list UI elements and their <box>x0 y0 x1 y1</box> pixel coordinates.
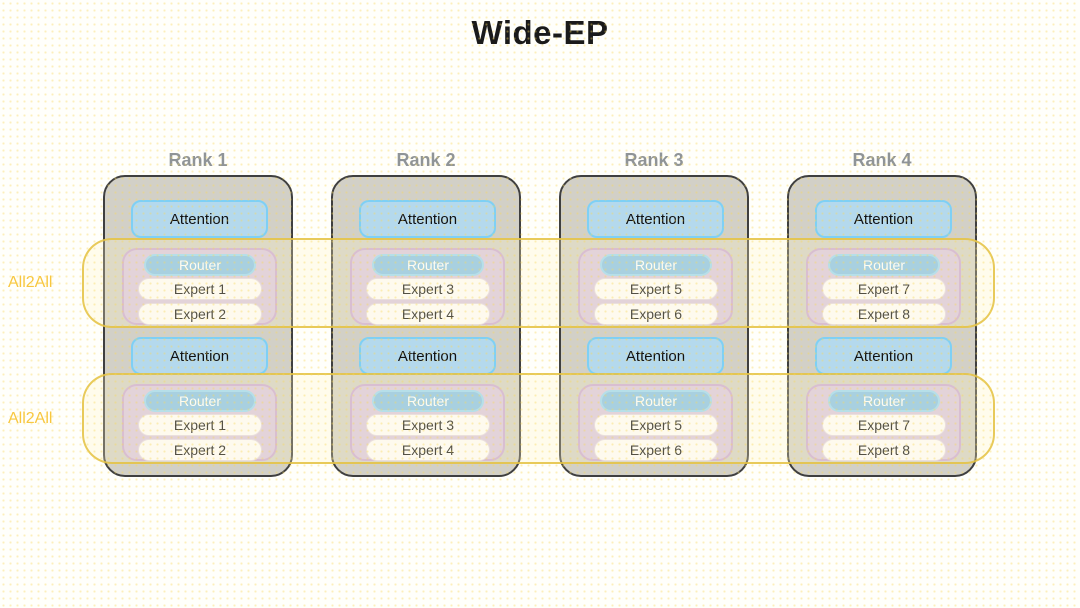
router-pill: Router <box>144 390 256 412</box>
expert-pill: Expert 3 <box>366 278 490 300</box>
attention-block: Attention <box>815 200 952 238</box>
moe-group-bottom: Router Expert 1 Expert 2 <box>122 384 277 461</box>
expert-pill: Expert 1 <box>138 414 262 436</box>
router-pill: Router <box>372 390 484 412</box>
rank-column-2: Rank 2 Attention Router Expert 3 Expert … <box>331 150 521 480</box>
diagram-title: Wide-EP <box>471 14 609 51</box>
moe-group-bottom: Router Expert 3 Expert 4 <box>350 384 505 461</box>
router-pill: Router <box>828 254 940 276</box>
attention-block: Attention <box>131 200 268 238</box>
rank-column-1: Rank 1 Attention Router Expert 1 Expert … <box>103 150 293 480</box>
rank-label: Rank 2 <box>396 150 456 170</box>
rank-box: Attention Router Expert 7 Expert 8 Atten… <box>787 175 977 477</box>
router-pill: Router <box>828 390 940 412</box>
expert-pill: Expert 2 <box>138 439 262 461</box>
expert-pill: Expert 5 <box>594 414 718 436</box>
attention-block: Attention <box>587 337 724 375</box>
moe-group-top: Router Expert 1 Expert 2 <box>122 248 277 325</box>
rank-box: Attention Router Expert 3 Expert 4 Atten… <box>331 175 521 477</box>
rank-label: Rank 3 <box>624 150 684 170</box>
router-pill: Router <box>372 254 484 276</box>
expert-pill: Expert 2 <box>138 303 262 325</box>
attention-block: Attention <box>815 337 952 375</box>
rank-column-3: Rank 3 Attention Router Expert 5 Expert … <box>559 150 749 480</box>
attention-block: Attention <box>359 200 496 238</box>
expert-pill: Expert 7 <box>822 414 946 436</box>
expert-pill: Expert 6 <box>594 439 718 461</box>
moe-group-top: Router Expert 3 Expert 4 <box>350 248 505 325</box>
moe-group-bottom: Router Expert 7 Expert 8 <box>806 384 961 461</box>
attention-block: Attention <box>359 337 496 375</box>
rank-box: Attention Router Expert 5 Expert 6 Atten… <box>559 175 749 477</box>
expert-pill: Expert 6 <box>594 303 718 325</box>
expert-pill: Expert 4 <box>366 439 490 461</box>
router-pill: Router <box>600 390 712 412</box>
attention-block: Attention <box>131 337 268 375</box>
router-pill: Router <box>144 254 256 276</box>
attention-block: Attention <box>587 200 724 238</box>
rank-label: Rank 4 <box>852 150 912 170</box>
router-pill: Router <box>600 254 712 276</box>
all2all-label-top: All2All <box>8 274 53 291</box>
expert-pill: Expert 5 <box>594 278 718 300</box>
rank-box: Attention Router Expert 1 Expert 2 Atten… <box>103 175 293 477</box>
expert-pill: Expert 1 <box>138 278 262 300</box>
expert-pill: Expert 8 <box>822 303 946 325</box>
expert-pill: Expert 8 <box>822 439 946 461</box>
moe-group-bottom: Router Expert 5 Expert 6 <box>578 384 733 461</box>
rank-column-4: Rank 4 Attention Router Expert 7 Expert … <box>787 150 977 480</box>
moe-group-top: Router Expert 7 Expert 8 <box>806 248 961 325</box>
moe-group-top: Router Expert 5 Expert 6 <box>578 248 733 325</box>
expert-pill: Expert 3 <box>366 414 490 436</box>
expert-pill: Expert 7 <box>822 278 946 300</box>
expert-pill: Expert 4 <box>366 303 490 325</box>
rank-label: Rank 1 <box>168 150 228 170</box>
all2all-label-bottom: All2All <box>8 410 53 427</box>
